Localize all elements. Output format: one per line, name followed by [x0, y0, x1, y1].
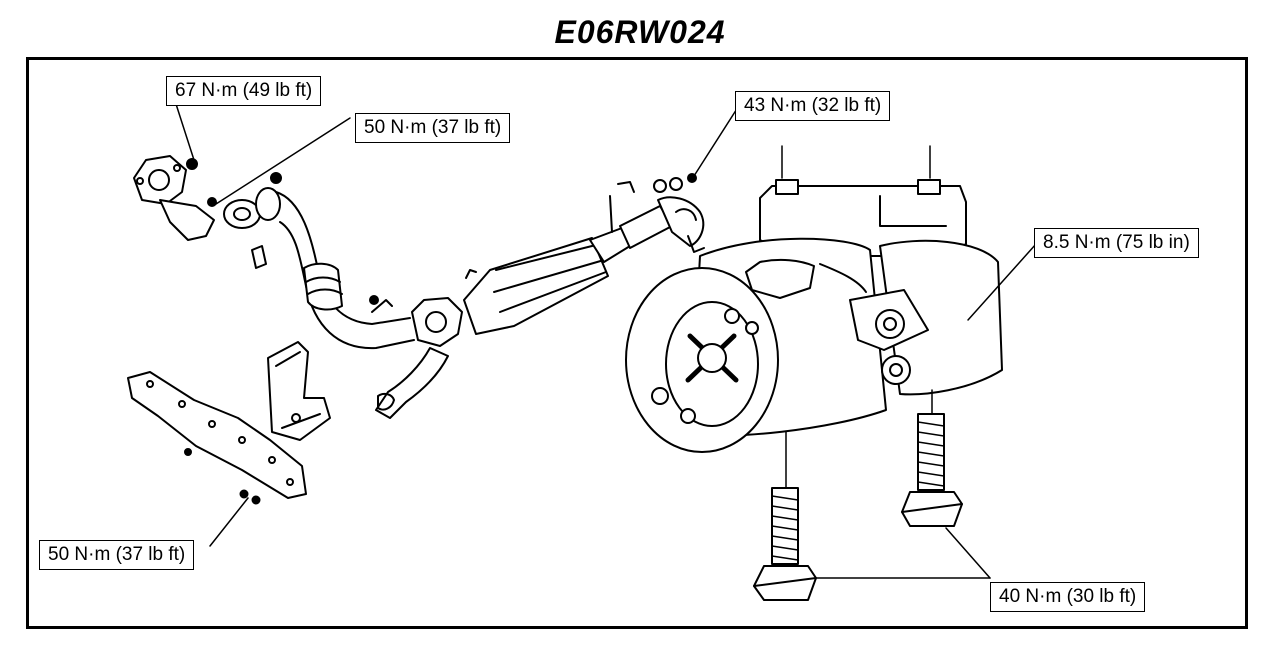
torque-callout-starter-terminal: 8.5 N·m (75 lb in): [1034, 228, 1199, 258]
starter-motor: [625, 179, 1003, 453]
torque-callout-flange-upper: 67 N·m (49 lb ft): [166, 76, 322, 106]
middle-flange: [369, 269, 477, 419]
starter-bolt-right: [901, 413, 963, 527]
starter-bolt-left: [753, 487, 817, 601]
diagram-title: E06RW024: [554, 14, 726, 50]
torque-callout-rear-flange: 43 N·m (32 lb ft): [735, 91, 891, 121]
torque-callout-flange-mid: 50 N·m (37 lb ft): [355, 113, 511, 143]
front-exhaust-flange: [133, 155, 282, 269]
torque-callout-starter-bolts: 40 N·m (30 lb ft): [990, 582, 1146, 612]
catalytic-converter: [463, 173, 705, 335]
torque-callout-bracket: 50 N·m (37 lb ft): [39, 540, 195, 570]
diagram-frame: [26, 57, 1248, 629]
callout-leaders: [175, 103, 1037, 579]
crossmember-plate: [127, 371, 307, 505]
front-exhaust-pipe: [275, 191, 415, 350]
mounting-bracket: [267, 341, 331, 441]
